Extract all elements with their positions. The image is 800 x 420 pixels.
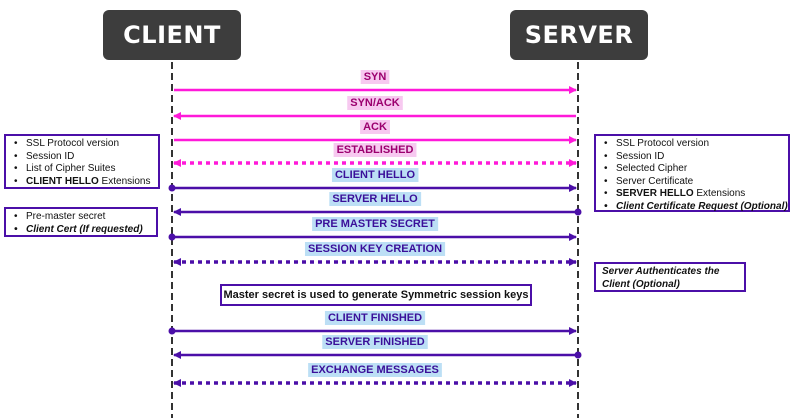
server-finished-label-bg xyxy=(322,335,428,349)
server-hello-label: SERVER HELLO xyxy=(332,193,418,205)
session-key-creation-label-bg xyxy=(304,242,446,256)
exchange-messages-label-bg xyxy=(308,363,442,377)
pre-master-secret-label-bg xyxy=(312,217,439,231)
syn-label-bg xyxy=(360,70,390,84)
pre-master-secret-origin-dot xyxy=(168,233,176,241)
server-finished-label: SERVER FINISHED xyxy=(325,336,424,348)
master-secret-note: Master secret is used to generate Symmet… xyxy=(220,284,532,306)
established-label: ESTABLISHED xyxy=(337,144,414,156)
client-finished-label-bg xyxy=(324,311,426,325)
server-hello-ext-bold: SERVER HELLO xyxy=(616,188,694,199)
session-key-creation-label: SESSION KEY CREATION xyxy=(308,243,442,255)
client-hello-item: SSL Protocol version xyxy=(14,138,154,151)
client-cert-item: Client Cert (If requested) xyxy=(14,224,152,237)
client-hello-origin-dot xyxy=(168,184,176,192)
client-hello-contents-box: SSL Protocol version Session ID List of … xyxy=(4,134,160,189)
server-title: SERVER xyxy=(510,10,648,60)
client-finished-label: CLIENT FINISHED xyxy=(328,312,422,324)
client-hello-item: List of Cipher Suites xyxy=(14,163,154,176)
server-hello-contents-box: SSL Protocol version Session ID Selected… xyxy=(594,134,790,214)
server-hello-item: SSL Protocol version xyxy=(604,138,784,151)
pre-master-secret-label: PRE MASTER SECRET xyxy=(315,218,435,230)
ack-label-bg xyxy=(360,120,390,134)
server-hello-label-bg xyxy=(329,192,422,206)
client-hello-label: CLIENT HELLO xyxy=(335,169,415,181)
pre-master-item: Pre-master secret xyxy=(14,211,152,224)
syn-ack-label: SYN/ACK xyxy=(350,97,400,109)
server-auth-note: Server Authenticates the Client (Optiona… xyxy=(594,262,746,292)
server-hello-origin-dot xyxy=(574,208,582,216)
client-hello-item: CLIENT HELLO Extensions xyxy=(14,176,154,189)
server-finished-origin-dot xyxy=(574,351,582,359)
server-hello-item: Selected Cipher xyxy=(604,163,784,176)
established-label-bg xyxy=(333,143,417,157)
server-hello-item: Server Certificate xyxy=(604,176,784,189)
client-hello-item: Session ID xyxy=(14,151,154,164)
client-hello-ext-rest: Extensions xyxy=(98,175,151,187)
client-title: CLIENT xyxy=(103,10,241,60)
client-cert-request-item: Client Certificate Request (Optional) xyxy=(604,201,788,214)
pre-master-contents-box: Pre-master secret Client Cert (If reques… xyxy=(4,207,158,237)
syn-ack-label-bg xyxy=(347,96,403,110)
client-hello-label-bg xyxy=(331,168,419,182)
client-finished-origin-dot xyxy=(168,327,176,335)
server-hello-ext-rest: Extensions xyxy=(693,188,746,199)
client-hello-ext-bold: CLIENT HELLO xyxy=(26,175,99,187)
server-hello-item: SERVER HELLO Extensions xyxy=(604,188,784,201)
exchange-messages-label: EXCHANGE MESSAGES xyxy=(311,364,439,376)
server-hello-item: Session ID xyxy=(604,151,784,164)
ack-label: ACK xyxy=(363,121,387,133)
syn-label: SYN xyxy=(364,71,387,83)
